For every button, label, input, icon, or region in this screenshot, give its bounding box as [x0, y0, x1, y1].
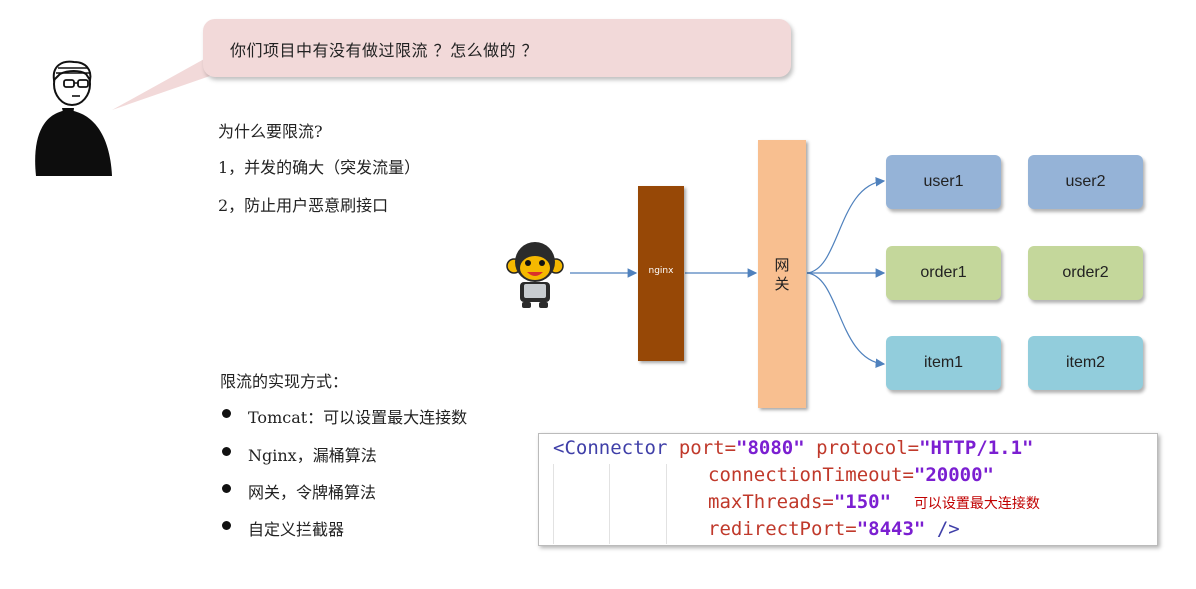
nginx-box: [638, 186, 684, 361]
arrow-gateway-item: [806, 272, 886, 369]
reason-1: 1，并发的确大（突发流量）: [218, 158, 421, 177]
speech-bubble: [203, 19, 791, 77]
gateway-label: 网 关: [774, 256, 790, 293]
bullet-icon: [222, 521, 231, 530]
bullet-icon: [222, 447, 231, 456]
methods-title: 限流的实现方式：: [220, 372, 349, 391]
connector-code-box: <Connector port="8080" protocol="HTTP/1.…: [538, 433, 1158, 546]
service-order2: order2: [1028, 246, 1143, 300]
code-line-3: maxThreads="150" 可以设置最大连接数: [708, 491, 1040, 513]
why-title: 为什么要限流?: [218, 122, 323, 141]
method-1: Tomcat：可以设置最大连接数: [248, 408, 468, 427]
service-item2: item2: [1028, 336, 1143, 390]
question-text: 你们项目中有没有做过限流 ？怎么做的 ？: [230, 41, 539, 60]
code-line-4: redirectPort="8443" />: [708, 518, 960, 540]
arrow-gateway-user: [806, 176, 886, 274]
code-line-1: <Connector port="8080" protocol="HTTP/1.…: [553, 437, 1034, 459]
bullet-icon: [222, 409, 231, 418]
service-user2: user2: [1028, 155, 1143, 209]
nginx-label: nginx: [648, 266, 674, 276]
person-avatar: [35, 60, 112, 176]
reason-2: 2，防止用户恶意刷接口: [218, 196, 389, 215]
method-2: Nginx，漏桶算法: [248, 446, 377, 465]
service-order1: order1: [886, 246, 1001, 300]
code-note: 可以设置最大连接数: [913, 496, 1040, 512]
service-user1: user1: [886, 155, 1001, 209]
method-4: 自定义拦截器: [248, 520, 345, 539]
bullet-icon: [222, 484, 231, 493]
monkey-icon: [506, 242, 564, 308]
speech-bubble-tail: [112, 58, 210, 110]
service-item1: item1: [886, 336, 1001, 390]
method-3: 网关，令牌桶算法: [248, 483, 377, 502]
gateway-box: [758, 140, 806, 408]
code-line-2: connectionTimeout="20000": [708, 464, 994, 486]
